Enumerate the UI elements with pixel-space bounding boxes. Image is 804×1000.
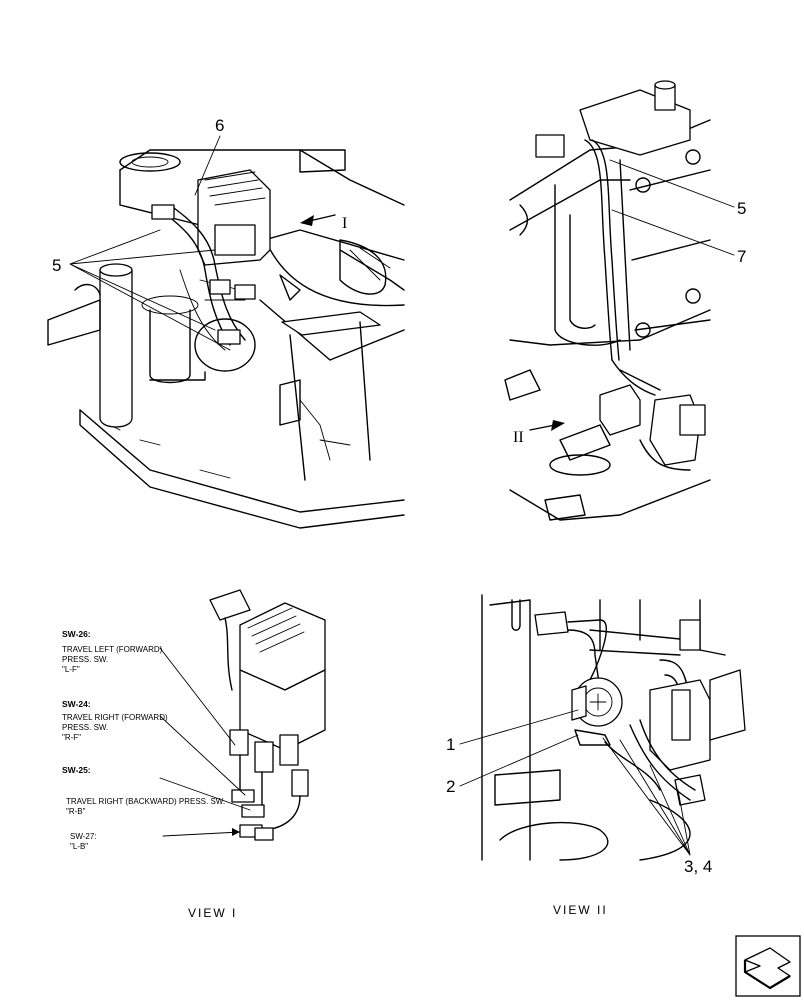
callout-3-4: 3, 4 xyxy=(684,857,712,876)
callout-5-right: 5 xyxy=(737,199,746,218)
pressure-switch-assembly-view-1 xyxy=(209,589,326,841)
view-arrow-1: I xyxy=(300,214,347,232)
svg-text:SW-27:: SW-27: xyxy=(70,832,97,841)
svg-text:SW-24:: SW-24: xyxy=(62,699,91,709)
switch-label-sw25: SW-25: TRAVEL RIGHT (BACKWARD) PRESS. SW… xyxy=(62,765,225,816)
svg-text:"L-B": "L-B" xyxy=(70,842,88,851)
callout-1: 1 xyxy=(446,735,455,754)
leader-sw27-arrowhead xyxy=(232,828,240,836)
switch-label-sw24: SW-24: TRAVEL RIGHT (FORWARD) PRESS. SW.… xyxy=(62,699,168,742)
upper-frame-illustration-right xyxy=(504,80,711,521)
leader-5-right xyxy=(609,159,735,208)
leader-1 xyxy=(459,709,579,745)
upper-frame-illustration-left xyxy=(47,149,405,529)
svg-text:TRAVEL RIGHT (FORWARD): TRAVEL RIGHT (FORWARD) xyxy=(62,713,168,722)
leader-sw24 xyxy=(159,715,246,796)
leader-5 xyxy=(69,229,231,351)
leader-sw25 xyxy=(159,777,251,811)
page-navigation-arrow-icon[interactable] xyxy=(735,935,801,997)
svg-text:PRESS. SW.: PRESS. SW. xyxy=(62,655,108,664)
svg-text:"R-B": "R-B" xyxy=(66,807,86,816)
leader-2 xyxy=(459,734,579,787)
leader-3-4 xyxy=(602,737,691,856)
switch-label-sw26: SW-26: TRAVEL LEFT (FORWARD) PRESS. SW. … xyxy=(62,629,163,674)
leader-7 xyxy=(611,209,735,256)
svg-text:"R-F": "R-F" xyxy=(62,733,81,742)
pressure-switch-assembly-view-2 xyxy=(481,594,746,861)
callout-7: 7 xyxy=(737,247,746,266)
leader-6 xyxy=(194,135,221,196)
view-marker-1: I xyxy=(342,215,347,232)
view-1-caption: VIEW I xyxy=(188,906,237,920)
svg-text:PRESS. SW.: PRESS. SW. xyxy=(62,723,108,732)
svg-text:TRAVEL LEFT (FORWARD): TRAVEL LEFT (FORWARD) xyxy=(62,645,163,654)
callout-2: 2 xyxy=(446,777,455,796)
svg-text:"L-F": "L-F" xyxy=(62,665,80,674)
svg-text:SW-26:: SW-26: xyxy=(62,629,91,639)
svg-text:SW-25:: SW-25: xyxy=(62,765,91,775)
view-2-caption: VIEW II xyxy=(553,903,608,917)
view-arrow-2: II xyxy=(513,420,565,446)
svg-text:TRAVEL RIGHT (BACKWARD) PRESS: TRAVEL RIGHT (BACKWARD) PRESS. SW. xyxy=(66,797,225,806)
view-marker-2: II xyxy=(513,429,524,446)
switch-label-sw27: SW-27: "L-B" xyxy=(70,832,97,851)
callout-5: 5 xyxy=(52,256,61,275)
leader-sw27 xyxy=(162,831,241,837)
callout-6: 6 xyxy=(215,116,224,135)
leader-sw26 xyxy=(159,647,236,746)
